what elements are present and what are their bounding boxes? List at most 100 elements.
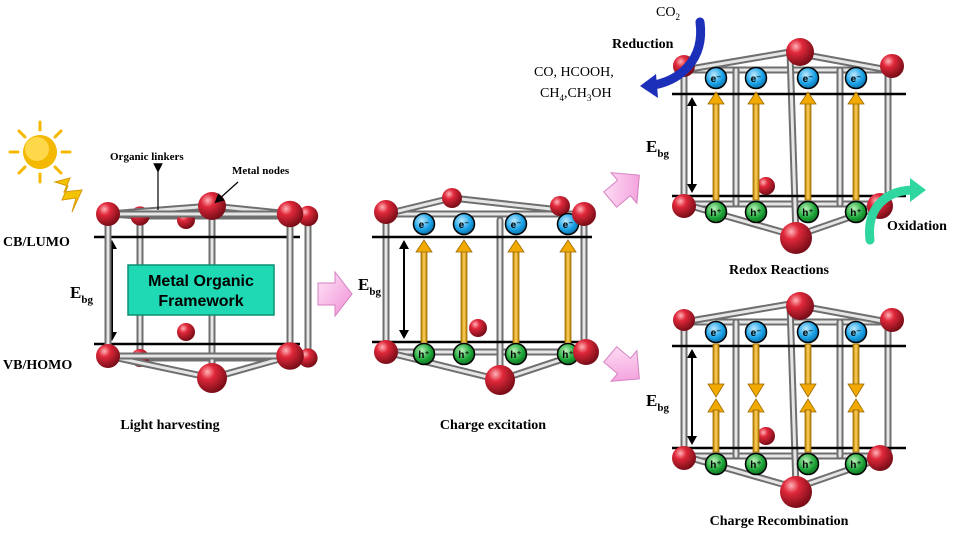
electron-label: e⁻ [711,328,722,339]
metal-node [673,309,695,331]
metal-node [276,200,304,228]
flow-arrow-icon [603,172,640,208]
panel-charge-recombination: e⁻e⁻e⁻e⁻h⁺h⁺h⁺h⁺ [672,292,906,508]
electron-label: e⁻ [851,328,862,339]
bandgap-arrowhead [399,330,409,339]
electron-label: e⁻ [851,74,862,85]
excitation-arrowhead [799,91,817,105]
electron-label: e⁻ [803,74,814,85]
electron-circle [844,320,868,344]
products-line1: CO, HCOOH, [534,65,614,80]
electron-circle [452,212,476,236]
hole-circle [744,452,768,476]
recombination-arrowhead [799,383,817,398]
hole-circle [796,452,820,476]
electron-badge: e⁻ [744,320,768,344]
electron-badge: e⁻ [412,212,436,236]
metal-node [177,323,195,341]
hole-badge: h⁺ [844,452,868,476]
ebg-label: Ebg [358,275,381,298]
metal-node [672,194,696,218]
electron-circle [744,66,768,90]
metal-node [573,339,599,365]
electron-label: e⁻ [419,220,430,231]
vb-homo-label: VB/HOMO [3,358,72,373]
hole-label: h⁺ [802,460,813,471]
electron-circle [504,212,528,236]
mof-label-line2: Framework [158,293,243,310]
excitation-arrow-shaft [512,249,520,347]
excitation-arrowhead [455,239,473,253]
co2-label: CO2 [656,5,680,22]
linker-rod-highlight [788,302,798,490]
flow-arrow-icon [603,346,640,382]
nodes-pointer [214,181,239,204]
electron-label: e⁻ [751,74,762,85]
electron-circle [704,66,728,90]
caption-charge-excitation: Charge excitation [440,418,546,433]
metal-node [96,202,120,226]
metal-node [276,342,304,370]
hole-circle [412,342,436,366]
oxidation-label: Oxidation [887,219,947,234]
excitation-arrowhead [847,91,865,105]
hole-label: h⁺ [510,350,521,361]
recombination-arrow-shaft [804,409,812,453]
metal-node [780,222,812,254]
metal-node [442,188,462,208]
metal-node [485,365,515,395]
ebg-label: Ebg [70,283,93,306]
recombination-arrowhead [747,383,765,398]
excitation-arrow-shaft [460,249,468,347]
electron-label: e⁻ [563,220,574,231]
caption-redox-reactions: Redox Reactions [729,263,829,278]
linker-rod-highlight [788,50,798,238]
hole-label: h⁺ [750,460,761,471]
hole-circle [452,342,476,366]
electron-badge: e⁻ [796,66,820,90]
electron-circle [844,66,868,90]
recombination-arrow-shaft [752,343,760,387]
linker-rod-highlight [682,50,792,72]
bandgap-arrowhead [687,97,697,106]
hole-circle [844,452,868,476]
hole-badge: h⁺ [744,452,768,476]
mof-box [127,264,275,316]
hole-label: h⁺ [850,460,861,471]
hole-circle [844,200,868,224]
metal-node [374,340,398,364]
flow-arrow-icon [317,270,353,318]
metal-node [757,177,775,195]
hole-badge: h⁺ [844,200,868,224]
excitation-arrowhead [507,239,525,253]
recombination-arrow-shaft [852,343,860,387]
linker-rod-highlight [106,354,214,380]
hole-label: h⁺ [750,208,761,219]
excitation-arrow-shaft [420,249,428,347]
bandgap-arrowhead [399,240,409,249]
electron-badge: e⁻ [704,320,728,344]
excitation-arrow-shaft [752,101,760,201]
metal-node [374,200,398,224]
hole-label: h⁺ [802,208,813,219]
electron-label: e⁻ [711,74,722,85]
metal-node [572,202,596,226]
metal-node [780,476,812,508]
reduction-arrow-icon [640,17,706,98]
linker-rod-highlight [450,196,562,212]
hole-badge: h⁺ [704,200,728,224]
metal-node [96,344,120,368]
recombination-arrowhead [847,383,865,398]
hole-badge: h⁺ [744,200,768,224]
metal-node [757,427,775,445]
caption-light-harvesting: Light harvesting [120,418,219,433]
bandgap-arrowhead [687,184,697,193]
excitation-arrow-shaft [712,101,720,201]
hole-badge: h⁺ [704,452,728,476]
lightning-icon [53,177,83,213]
electron-label: e⁻ [751,328,762,339]
hole-circle [504,342,528,366]
electron-badge: e⁻ [504,212,528,236]
